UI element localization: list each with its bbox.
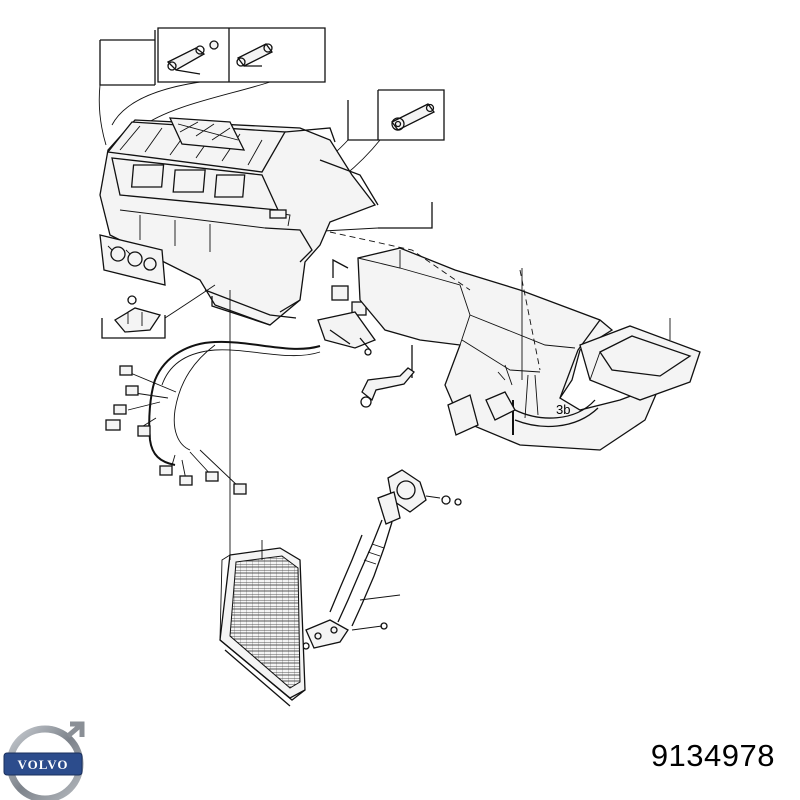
flap-actuator-parts xyxy=(447,364,516,436)
heater-housing xyxy=(99,117,379,326)
volvo-logo-text: VOLVO xyxy=(18,757,69,772)
control-lever-part-3 xyxy=(391,103,435,131)
part-number: 9134978 xyxy=(650,738,775,773)
lower-housing-tray xyxy=(357,247,701,451)
heater-core xyxy=(219,547,306,707)
control-lever-part-2 xyxy=(236,43,273,67)
volvo-logo: VOLVO xyxy=(3,721,85,800)
callout-frame-levers xyxy=(157,27,326,83)
assembly-guide-lines xyxy=(329,231,541,371)
heater-pipes xyxy=(329,519,393,627)
callout-frame-bracket xyxy=(101,284,216,339)
pipe-flange xyxy=(302,619,388,650)
mounting-bracket-part xyxy=(114,295,162,333)
callout-label-3b: 3b xyxy=(556,402,570,417)
heater-valve xyxy=(377,469,462,525)
bracket-rod xyxy=(360,345,415,408)
climate-control-panel xyxy=(99,234,166,286)
wiring-harness xyxy=(105,340,321,495)
callout-frame-right-lever xyxy=(347,89,445,141)
control-lever-part-1 xyxy=(166,40,219,75)
relay-bracket xyxy=(317,258,377,356)
leader-lines-vertical xyxy=(229,290,401,601)
callout-frame-top-left xyxy=(99,30,156,86)
